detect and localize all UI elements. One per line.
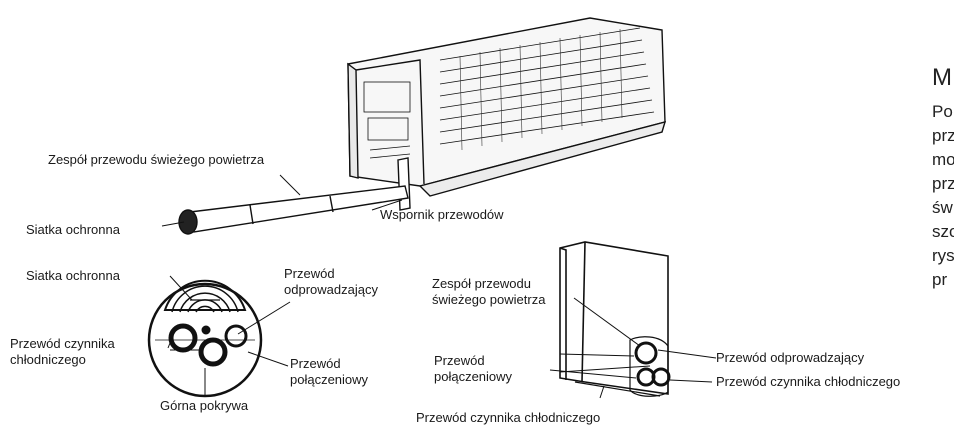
unit-side-view [559,241,671,397]
side-panel-line: św [932,198,953,217]
top-cover-label: Górna pokrywa [160,398,249,413]
refrigerant-pipe-side-label: Przewód czynnika chłodniczego [716,374,901,389]
side-panel-line: szo [932,222,954,241]
side-panel-line: Po [932,102,953,121]
pipe-support-label: Wspornik przewodów [380,207,504,222]
indoor-unit-illustration [178,17,667,235]
side-panel-line: prz [932,126,954,145]
side-panel-line: mo [932,150,954,169]
side-panel-line: pr [932,270,948,289]
connection-pipe-side-label: Przewód połączeniowy [434,353,513,384]
drain-pipe-side-label: Przewód odprowadzający [716,350,865,365]
fresh-air-assembly-label: Zespół przewodu świeżego powietrza [48,152,265,167]
connection-pipe-label-detail: Przewód połączeniowy [290,356,369,387]
protective-mesh-label-top: Siatka ochronna [26,222,120,237]
refrigerant-pipe-label-detail: Przewód czynnika chłodniczego [10,336,115,367]
refrigerant-pipe-bottom-label: Przewód czynnika chłodniczego [416,410,601,425]
drain-pipe-label-detail: Przewód odprowadzający [284,266,378,297]
side-panel-line: prz [932,174,954,193]
side-panel-line: rys [932,246,954,265]
side-panel-title: M [932,64,952,91]
protective-mesh-label-detail: Siatka ochronna [26,268,120,283]
fresh-air-assembly-side-label: Zespół przewodu świeżego powietrza [432,276,546,307]
leader-lines [161,174,717,399]
